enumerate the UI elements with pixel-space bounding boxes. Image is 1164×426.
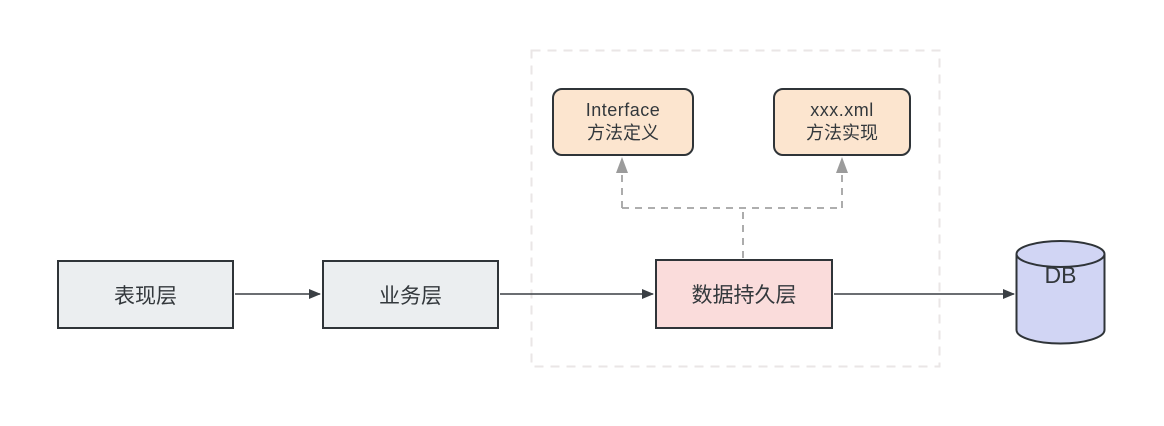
node-business-layer: 业务层 [322,260,499,329]
node-xml-implementation-line1: xxx.xml [810,100,874,120]
mybatis-group-container [530,49,941,368]
db-cylinder [1015,240,1106,345]
node-interface-definition-line1: Interface [585,100,661,120]
node-interface-definition: Interface 方法定义 [552,88,694,156]
node-xml-implementation-line2: 方法实现 [806,123,878,143]
node-xml-implementation: xxx.xml 方法实现 [773,88,911,156]
node-persistence-label: 数据持久层 [691,284,797,307]
node-persistence-layer: 数据持久层 [655,259,833,329]
dashed-connector-persistence-to-definitions [621,173,843,258]
node-presentation-layer: 表现层 [57,260,234,329]
node-interface-definition-line2: 方法定义 [587,123,659,143]
node-business-label: 业务层 [379,284,442,308]
dashed-arrowhead-interface [616,157,628,173]
db-label: DB [1044,262,1077,288]
node-presentation-label: 表现层 [114,284,177,308]
dashed-arrowhead-xml [836,157,848,173]
